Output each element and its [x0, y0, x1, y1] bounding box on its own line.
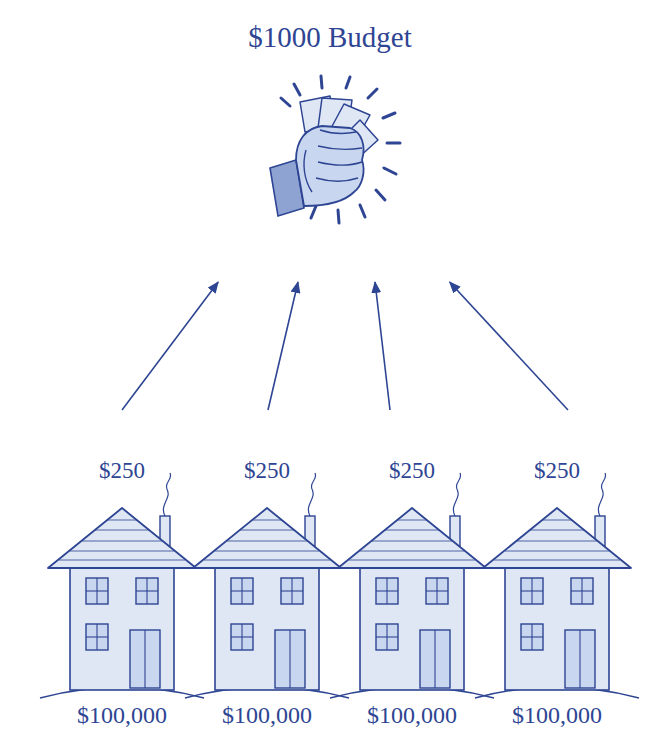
house-value: $100,000 — [337, 702, 487, 728]
house-drawing — [475, 473, 639, 698]
house-value: $100,000 — [192, 702, 342, 728]
house-node: $250 $100,000 — [192, 410, 342, 735]
share-amount: $250 — [47, 458, 197, 483]
share-amount: $250 — [192, 458, 342, 483]
share-amount: $250 — [337, 458, 487, 483]
house-value: $100,000 — [47, 702, 197, 728]
money-fist — [270, 76, 400, 223]
house-value: $100,000 — [482, 702, 632, 728]
flow-arrow — [268, 282, 298, 410]
title-text: $1000 Budget — [200, 22, 460, 54]
flow-arrow — [375, 282, 390, 410]
share-amount: $250 — [482, 458, 632, 483]
house-drawing — [330, 473, 494, 698]
house-node: $250 $100,000 — [482, 410, 632, 735]
flow-arrow — [450, 282, 568, 410]
house-drawing — [185, 473, 349, 698]
house-node: $250 $100,000 — [47, 410, 197, 735]
flow-arrow — [122, 282, 218, 410]
budget-node: $1000 Budget — [200, 10, 460, 282]
house-drawing — [40, 473, 204, 698]
house-node: $250 $100,000 — [337, 410, 487, 735]
